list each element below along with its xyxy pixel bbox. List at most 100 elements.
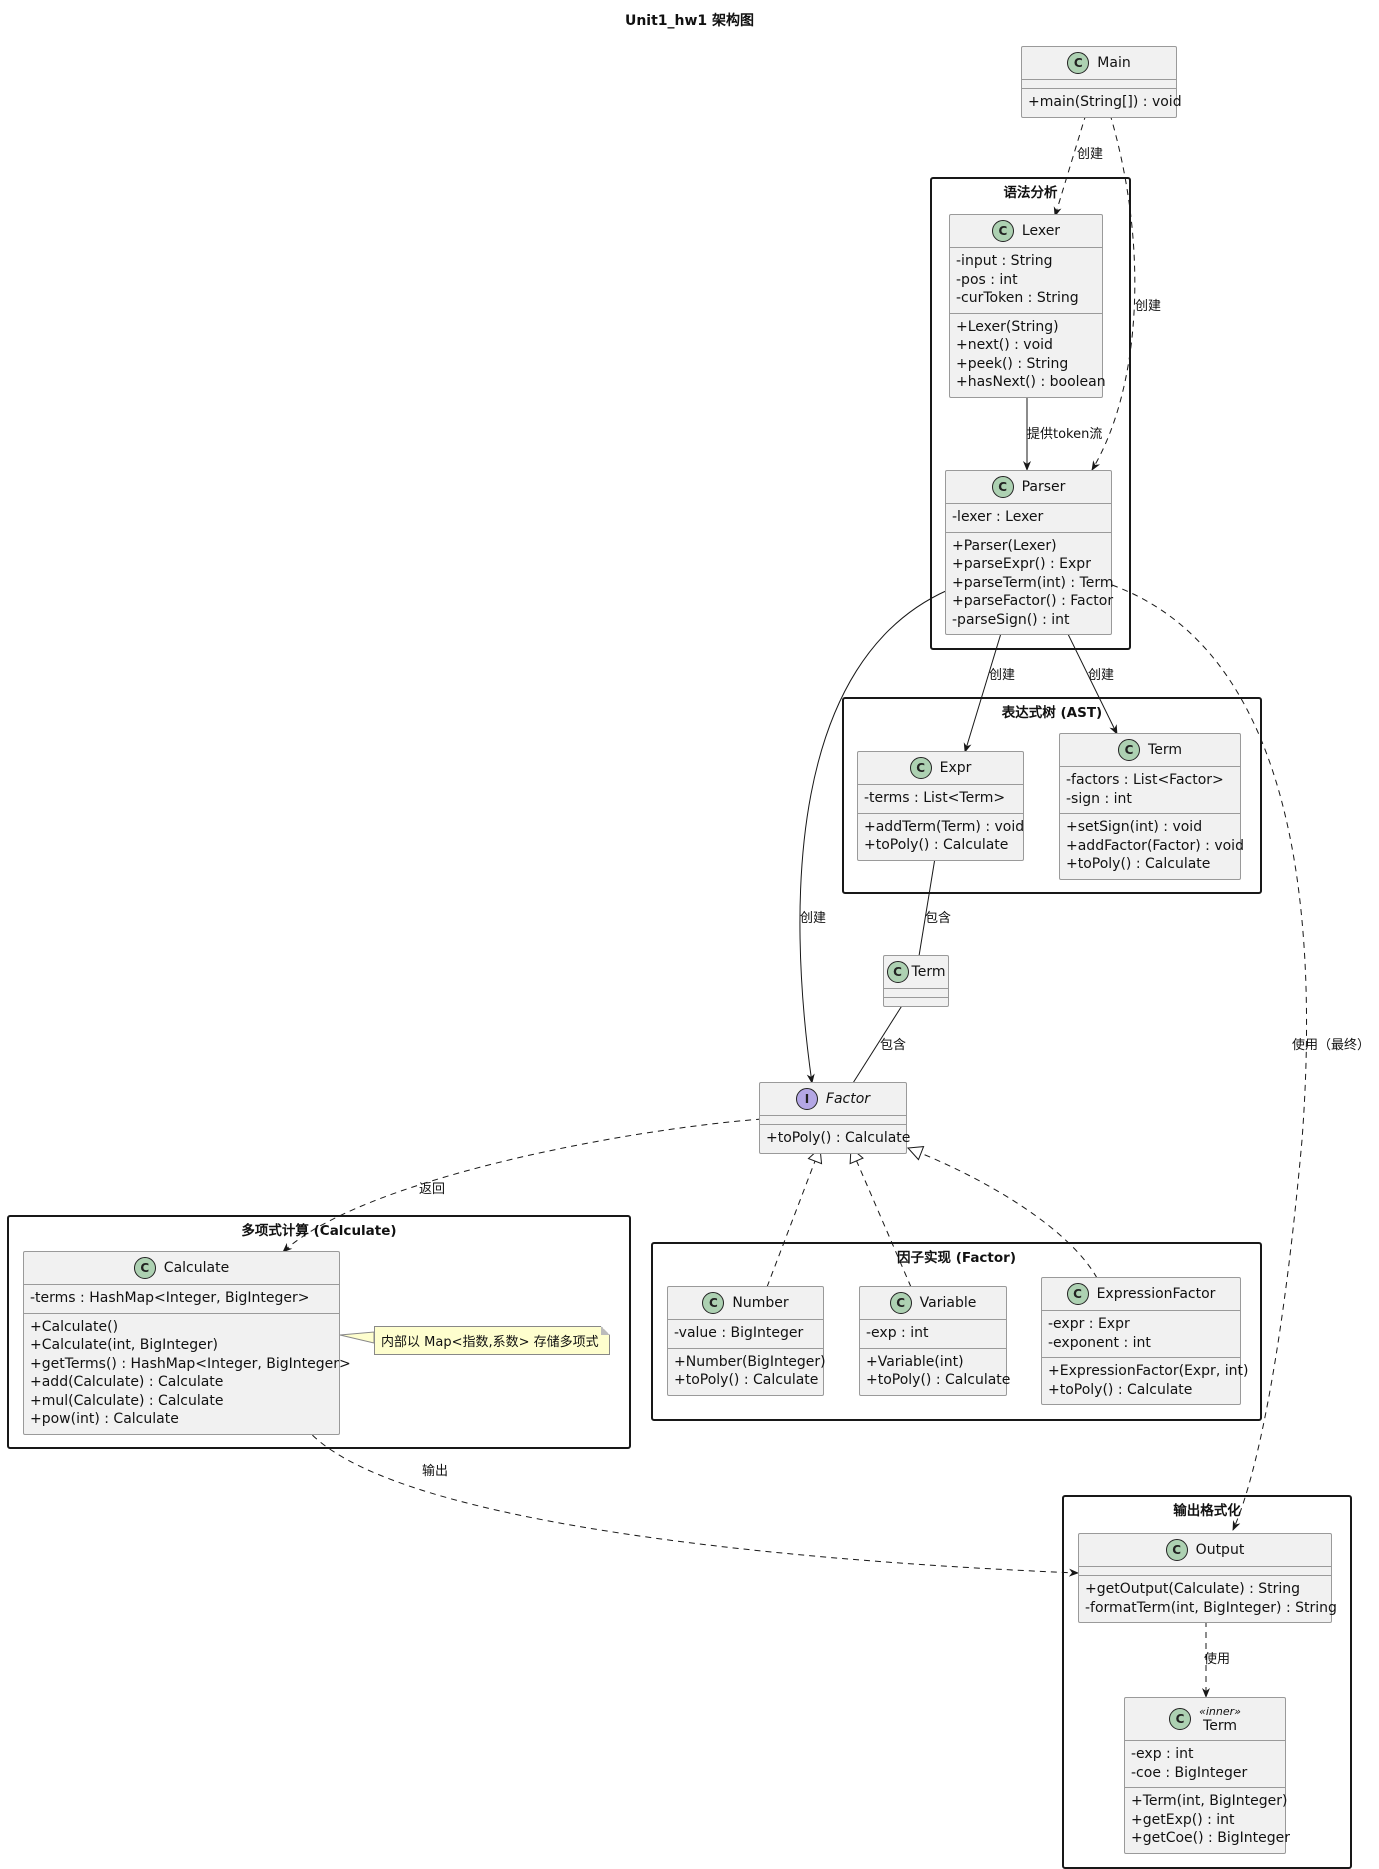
field: -coe : BigInteger — [1131, 1764, 1248, 1781]
method: +getExp() : int — [1131, 1811, 1235, 1828]
class-header: C Main — [1022, 47, 1176, 80]
edge-factor-calc — [282, 1118, 763, 1253]
field: -terms : List<Term> — [864, 790, 1006, 806]
edge-expr-term — [918, 847, 941, 957]
methods-section: +toPoly() : Calculate — [760, 1125, 910, 1153]
method: +parseFactor() : Factor — [952, 593, 1114, 609]
edge-label-output-inner: 使用 — [1204, 1652, 1231, 1667]
method: +hasNext() : boolean — [956, 374, 1106, 390]
package-ast: 表达式树 (AST) — [842, 697, 1262, 894]
method: +Parser(Lexer) — [952, 537, 1057, 554]
class-term-inner: C «inner» Term -exp : int -coe : BigInte… — [1124, 1697, 1290, 1854]
class-c-icon: C — [1067, 52, 1090, 74]
class-term-ast: C Term -factors : List<Factor> -sign : i… — [1059, 733, 1244, 880]
fields-section: -factors : List<Factor> -sign : int — [1060, 767, 1240, 814]
method: +Term(int, BigInteger) — [1131, 1793, 1288, 1809]
edge-label-main-parser: 创建 — [1135, 299, 1162, 314]
edge-number-factor — [766, 1148, 820, 1288]
method: +ExpressionFactor(Expr, int) — [1048, 1363, 1249, 1379]
class-c-icon: C — [1066, 1283, 1089, 1305]
calculate-note: 内部以 Map<指数,系数> 存储多项式 — [374, 1326, 610, 1355]
methods-section: +Parser(Lexer) +parseExpr() : Expr +pars… — [946, 533, 1114, 635]
package-syntax-title: 语法分析 — [1003, 185, 1058, 201]
method: +main(String[]) : void — [1028, 94, 1182, 110]
class-header: C Term — [884, 956, 948, 989]
class-output: C Output +getOutput(Calculate) : String … — [1078, 1533, 1337, 1623]
class-header: C Calculate — [24, 1252, 339, 1285]
edge-variable-factor — [851, 1148, 912, 1288]
package-syntax: 语法分析 — [930, 177, 1131, 650]
method: +setSign(int) : void — [1066, 819, 1203, 835]
edge-label-factor-calc: 返回 — [419, 1182, 446, 1197]
class-stereotype: «inner» — [1199, 1704, 1241, 1718]
fields-section: -value : BigInteger — [668, 1320, 823, 1349]
class-name: Number — [732, 1295, 789, 1311]
method: +getTerms() : HashMap<Integer, BigIntege… — [30, 1355, 351, 1372]
class-name: Output — [1195, 1542, 1245, 1558]
interface-name: Factor — [825, 1091, 871, 1107]
package-calc: 多项式计算 (Calculate) — [7, 1215, 631, 1449]
methods-section: +Term(int, BigInteger) +getExp() : int +… — [1125, 1788, 1290, 1853]
class-header: I Factor — [760, 1083, 906, 1116]
package-factor-impl: 因子实现 (Factor) — [651, 1242, 1262, 1421]
edge-label-term-factor: 包含 — [880, 1038, 907, 1053]
class-c-icon: C — [991, 220, 1014, 242]
method: +add(Calculate) : Calculate — [30, 1374, 224, 1390]
class-c-icon: C — [1169, 1708, 1192, 1730]
class-lexer: C Lexer -input : String -pos : int -curT… — [949, 214, 1106, 398]
method: +getOutput(Calculate) : String — [1085, 1581, 1301, 1597]
methods-section: +setSign(int) : void +addFactor(Factor) … — [1060, 814, 1244, 879]
class-name: Expr — [939, 760, 972, 776]
field: -curToken : String — [956, 290, 1079, 306]
class-c-icon: C — [1118, 739, 1141, 761]
edge-label-lexer-parser: 提供token流 — [1027, 427, 1103, 442]
class-c-icon: C — [886, 961, 909, 983]
methods-section: +Lexer(String) +next() : void +peek() : … — [950, 314, 1106, 397]
method: +toPoly() : Calculate — [866, 1372, 1011, 1388]
package-factor-impl-title: 因子实现 (Factor) — [897, 1250, 1016, 1266]
diagram-title: Unit1_hw1 架构图 — [624, 13, 755, 29]
method: +addFactor(Factor) : void — [1066, 837, 1244, 854]
class-main: C Main +main(String[]) : void — [1021, 46, 1182, 118]
method: +addTerm(Term) : void — [864, 818, 1025, 835]
class-name: Main — [1097, 55, 1131, 71]
class-header: C Number — [668, 1287, 823, 1320]
fields-section: -lexer : Lexer — [946, 504, 1111, 533]
methods-section: +Number(BigInteger) +toPoly() : Calculat… — [668, 1349, 826, 1395]
edge-parser-factor — [799, 589, 949, 1084]
field: -exp : int — [1131, 1746, 1194, 1762]
interface-factor: I Factor +toPoly() : Calculate — [759, 1082, 910, 1154]
edge-label-parser-term: 创建 — [1088, 668, 1115, 683]
class-header: C Parser — [946, 471, 1111, 504]
package-output-title: 输出格式化 — [1173, 1503, 1241, 1519]
method: +toPoly() : Calculate — [674, 1372, 819, 1388]
method: +Variable(int) — [866, 1353, 964, 1370]
class-expressionfactor: C ExpressionFactor -expr : Expr -exponen… — [1041, 1277, 1249, 1405]
fields-section — [884, 989, 948, 998]
method: -parseSign() : int — [952, 611, 1070, 628]
edge-label-calc-output: 输出 — [422, 1464, 449, 1479]
field: -pos : int — [956, 271, 1018, 288]
edge-main-lexer — [1053, 113, 1087, 217]
method: +parseExpr() : Expr — [952, 556, 1091, 572]
class-header: C Variable — [860, 1287, 1006, 1320]
methods-section: +main(String[]) : void — [1022, 89, 1182, 117]
package-ast-title: 表达式树 (AST) — [1001, 705, 1103, 721]
class-name-block: «inner» Term — [1199, 1705, 1241, 1734]
edge-label-main-lexer: 创建 — [1077, 147, 1104, 162]
field: -input : String — [956, 253, 1053, 269]
class-term-standalone: C Term — [883, 955, 949, 1007]
fields-section: -terms : List<Term> — [858, 785, 1023, 814]
class-name: Lexer — [1021, 223, 1061, 239]
edge-term-factor — [852, 994, 910, 1084]
interface-i-icon: I — [795, 1088, 818, 1110]
methods-section: +ExpressionFactor(Expr, int) +toPoly() :… — [1042, 1358, 1249, 1404]
edge-main-parser — [1091, 113, 1136, 471]
class-name: Term — [911, 964, 946, 980]
class-expr: C Expr -terms : List<Term> +addTerm(Term… — [857, 751, 1024, 861]
method: +mul(Calculate) : Calculate — [30, 1392, 224, 1409]
method: +peek() : String — [956, 355, 1069, 372]
edge-label-parser-output: 使用（最终） — [1292, 1038, 1371, 1053]
method: +parseTerm(int) : Term — [952, 574, 1114, 591]
